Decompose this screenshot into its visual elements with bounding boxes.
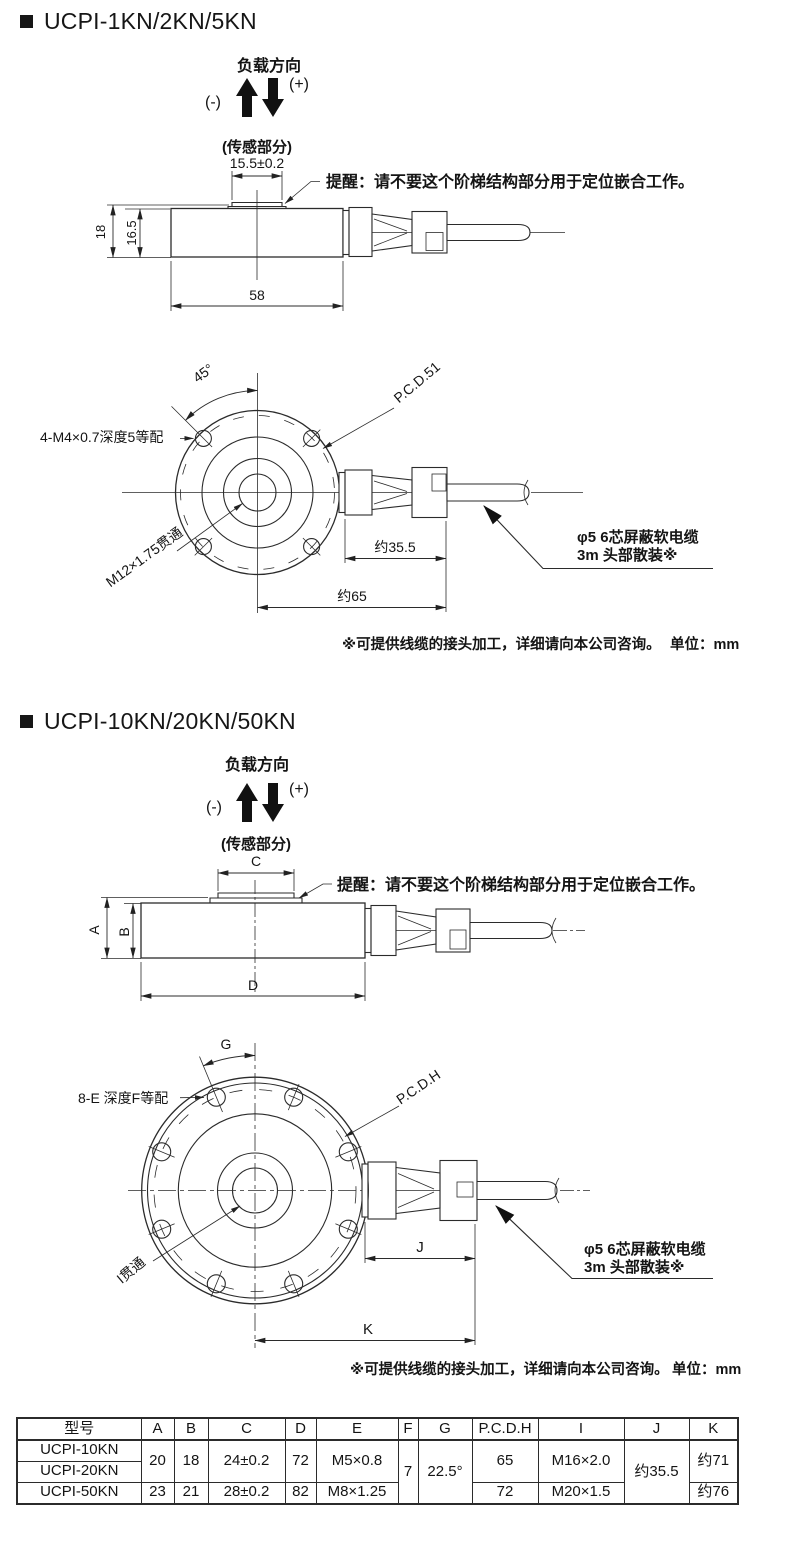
height-body-dim: 16.5 xyxy=(124,220,139,245)
col-header-b: B xyxy=(173,1417,209,1441)
bolt-holes-label: 4-M4×0.7深度5等配 xyxy=(40,429,163,445)
footer-note: ※可提供线缆的接头加工，详细请向本公司咨询。 xyxy=(342,635,661,653)
value-cell-c: 28±0.2 xyxy=(207,1481,286,1505)
col-header-pcdh: P.C.D.H xyxy=(471,1417,539,1441)
col-header-model: 型号 xyxy=(16,1417,142,1441)
value-cell-i: M20×1.5 xyxy=(537,1481,625,1505)
section1-title-text: UCPI-1KN/2KN/5KN xyxy=(44,8,257,34)
sensor-dimension-group: (传感部分) 15.5±0.2 xyxy=(222,138,292,200)
body-width-dim: 58 xyxy=(249,287,265,303)
cable-note-line2: 3m 头部散装※ xyxy=(584,1258,684,1276)
value-cell-d: 82 xyxy=(284,1481,317,1505)
col-header-i: I xyxy=(537,1417,625,1441)
value-cell-pcdh: 72 xyxy=(471,1481,539,1505)
value-cell-j: 约35.5 xyxy=(623,1439,690,1505)
value-cell-b: 21 xyxy=(173,1481,209,1505)
pcd-label: P.C.D.51 xyxy=(391,358,444,406)
bolt-holes-label: 8-E 深度F等配 xyxy=(78,1090,168,1106)
value-cell-a: 20 xyxy=(140,1439,175,1483)
col-header-j: J xyxy=(623,1417,690,1441)
minus-label: (-) xyxy=(205,94,221,111)
sensor-width-dim: 15.5±0.2 xyxy=(230,155,285,171)
height-body-dim: B xyxy=(116,927,132,936)
section2-drawing: 负载方向 (-) (+) (传感部分) C xyxy=(78,755,741,1378)
col-header-c: C xyxy=(207,1417,286,1441)
unit-label: 单位：mm xyxy=(670,635,739,653)
center-thread-label: M12×1.75贯通 xyxy=(103,524,186,590)
unit-label: 单位：mm xyxy=(672,1360,741,1378)
col-header-e: E xyxy=(315,1417,399,1441)
table-row: UCPI-10KN 20 18 24±0.2 72 M5×0.8 7 22.5°… xyxy=(16,1439,739,1505)
value-cell-e: M8×1.25 xyxy=(315,1481,399,1505)
col-header-k: K xyxy=(688,1417,739,1441)
load-direction-group: 负载方向 (-) (+) xyxy=(206,755,309,822)
plus-label: (+) xyxy=(289,781,309,798)
minus-label: (-) xyxy=(206,799,222,816)
sensor-width-dim: C xyxy=(251,853,261,869)
cable-note-line2: 3m 头部散装※ xyxy=(577,546,677,564)
pcd-label: P.C.D.H xyxy=(393,1066,443,1107)
footer-note: ※可提供线缆的接头加工，详细请向本公司咨询。 xyxy=(350,1360,669,1378)
plus-label: (+) xyxy=(289,76,309,93)
side-view-group: A B D 提醒：请不要这个阶梯结构部分用于定位嵌合工作。 xyxy=(86,875,705,1001)
up-arrow-icon xyxy=(236,783,258,822)
down-arrow-icon xyxy=(262,78,284,117)
table-row: UCPI-50KN 23 21 28±0.2 82 M8×1.25 72 M20… xyxy=(16,1481,739,1505)
sensor-part-label: (传感部分) xyxy=(221,835,291,853)
col-header-f: F xyxy=(397,1417,419,1441)
model-cell: UCPI-10KN xyxy=(16,1439,142,1462)
top-view-group: 45° P.C.D.51 4-M4×0.7深度5等配 M12×1.75贯通 xyxy=(40,358,713,613)
center-thread-label: I贯通 xyxy=(113,1254,148,1287)
step-warning-note: 提醒：请不要这个阶梯结构部分用于定位嵌合工作。 xyxy=(337,875,705,894)
load-direction-group: 负载方向 (-) (+) xyxy=(205,56,309,117)
sensor-part-label: (传感部分) xyxy=(222,138,292,156)
table-header-row: 型号 A B C D E F G P.C.D.H I J K xyxy=(16,1417,739,1441)
sensor-dimension-group: (传感部分) C xyxy=(217,835,295,891)
height-total-dim: 18 xyxy=(93,225,108,239)
model-cell: UCPI-20KN xyxy=(16,1460,142,1483)
section2-title-text: UCPI-10KN/20KN/50KN xyxy=(44,708,296,734)
section1-title: UCPI-1KN/2KN/5KN xyxy=(20,8,257,35)
top-view-group: G P.C.D.H 8-E 深度F等配 I贯通 xyxy=(78,1036,713,1348)
section2-title: UCPI-10KN/20KN/50KN xyxy=(20,708,296,735)
table-row: UCPI-20KN xyxy=(16,1460,738,1483)
value-cell-g: 22.5° xyxy=(417,1439,473,1505)
value-cell-i: M16×2.0 xyxy=(537,1439,625,1483)
connector-length-dim: 约35.5 xyxy=(374,539,415,555)
spec-table: 型号 A B C D E F G P.C.D.H I J K UCPI-10KN… xyxy=(16,1417,739,1505)
up-arrow-icon xyxy=(236,78,258,117)
body-width-dim: D xyxy=(248,977,258,993)
down-arrow-icon xyxy=(262,783,284,822)
col-header-d: D xyxy=(284,1417,317,1441)
hole-angle-dim: 45° xyxy=(190,360,217,385)
model-cell: UCPI-50KN xyxy=(16,1481,142,1505)
side-view-group: 18 16.5 58 提醒：请不要这个阶梯结构部分用于定位嵌合工作。 xyxy=(93,172,694,311)
section1-drawing: 负载方向 (-) (+) (传感部分) 15.5±0.2 xyxy=(40,56,739,653)
col-header-a: A xyxy=(140,1417,175,1441)
value-cell-d: 72 xyxy=(284,1439,317,1483)
square-bullet-icon xyxy=(20,715,33,728)
value-cell-f: 7 xyxy=(397,1439,419,1505)
step-warning-note: 提醒：请不要这个阶梯结构部分用于定位嵌合工作。 xyxy=(326,172,694,191)
value-cell-c: 24±0.2 xyxy=(207,1439,286,1483)
height-total-dim: A xyxy=(86,925,102,935)
connector-length-dim: J xyxy=(416,1239,424,1256)
cable-note-line1: φ5 6芯屏蔽软电缆 xyxy=(584,1240,706,1258)
load-direction-label: 负载方向 xyxy=(237,56,301,75)
value-cell-pcdh: 65 xyxy=(471,1439,539,1483)
value-cell-k: 约71 xyxy=(688,1439,739,1483)
value-cell-k: 约76 xyxy=(688,1481,739,1505)
square-bullet-icon xyxy=(20,15,33,28)
total-length-dim: 约65 xyxy=(337,588,367,604)
value-cell-a: 23 xyxy=(140,1481,175,1505)
value-cell-b: 18 xyxy=(173,1439,209,1483)
value-cell-e: M5×0.8 xyxy=(315,1439,399,1483)
col-header-g: G xyxy=(417,1417,473,1441)
load-direction-label: 负载方向 xyxy=(225,755,289,774)
hole-angle-dim: G xyxy=(221,1036,232,1052)
total-length-dim: K xyxy=(363,1321,373,1338)
cable-note-line1: φ5 6芯屏蔽软电缆 xyxy=(577,528,699,546)
